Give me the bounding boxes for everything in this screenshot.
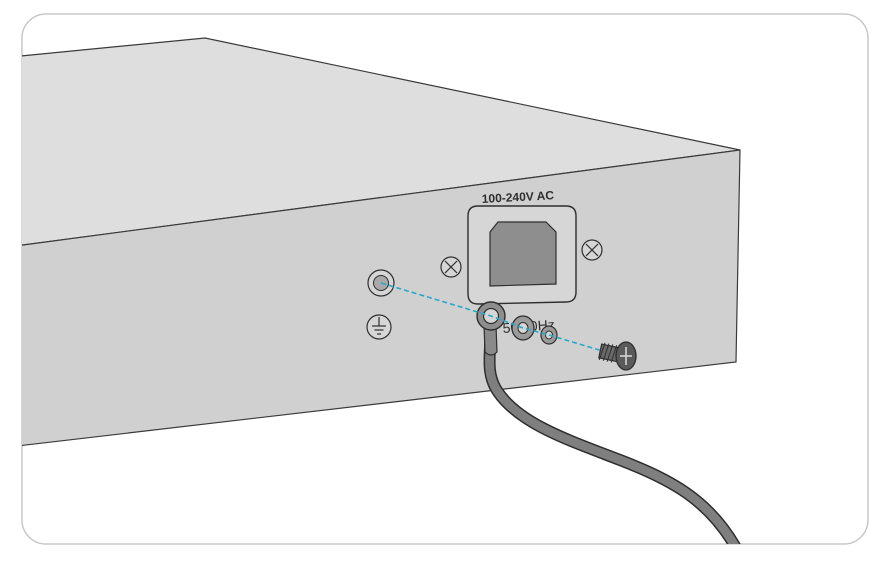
x-screw-icon — [440, 256, 462, 278]
x-screw-icon — [581, 239, 603, 261]
alignment-guide-line — [380, 282, 607, 353]
spring-washer-icon — [540, 325, 558, 345]
power-rating-label: 100-240V AC — [481, 188, 554, 206]
power-inlet-socket — [489, 221, 557, 287]
ground-cable — [485, 323, 740, 544]
ground-symbol-icon — [366, 314, 392, 340]
phillips-screw-icon — [598, 341, 637, 371]
flat-washer-icon — [511, 315, 535, 341]
ring-terminal-crimp — [483, 324, 498, 356]
